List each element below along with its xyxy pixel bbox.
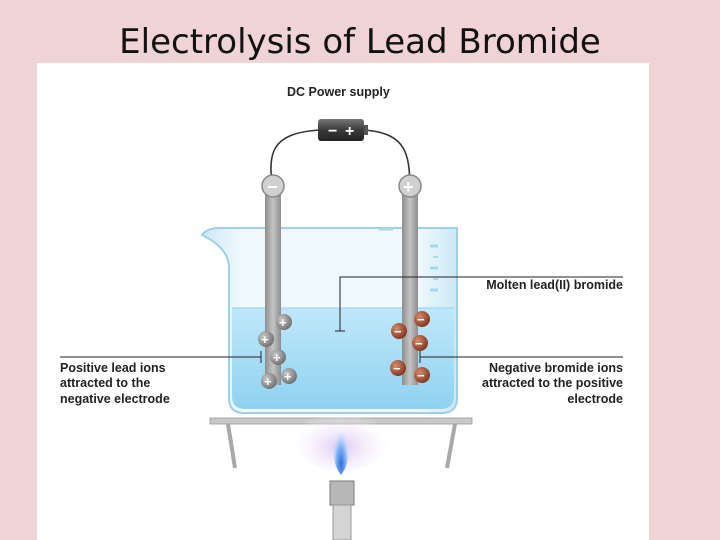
lead-ion: + (261, 373, 277, 389)
molten-label: Molten lead(II) bromide (486, 278, 623, 292)
svg-text:+: + (264, 374, 272, 389)
bromide-ion: − (412, 335, 428, 351)
bromide-ion: − (390, 360, 406, 376)
burner-flame (333, 420, 349, 475)
svg-text:+: + (273, 350, 281, 365)
negative-ions-label-line3: electrode (567, 392, 623, 406)
lead-ions: + + + + + (258, 314, 297, 389)
svg-text:−: − (415, 336, 423, 351)
svg-text:−: − (417, 368, 425, 383)
battery-positive-symbol: + (345, 123, 354, 140)
bunsen-burner (329, 480, 355, 540)
lead-ion: + (258, 331, 274, 347)
svg-text:+: + (284, 369, 292, 384)
cathode-symbol: − (267, 177, 278, 197)
positive-ions-label-line1: Positive lead ions (60, 361, 166, 375)
lead-ion: + (281, 368, 297, 384)
svg-text:−: − (393, 361, 401, 376)
svg-text:−: − (417, 312, 425, 327)
positive-ions-label-line2: attracted to the (60, 376, 150, 390)
lead-ion: + (276, 314, 292, 330)
bromide-ion: − (414, 311, 430, 327)
positive-ions-label-line3: negative electrode (60, 392, 170, 406)
bromide-ions: − − − − − (390, 311, 430, 383)
svg-text:+: + (279, 315, 287, 330)
positive-electrode: + (398, 174, 422, 385)
diagram-panel: DC Power supply − + (37, 63, 649, 540)
battery: − + (318, 119, 368, 141)
lead-ion: + (270, 349, 286, 365)
slide-title: Electrolysis of Lead Bromide (119, 22, 601, 62)
battery-negative-symbol: − (328, 123, 337, 140)
bromide-ion: − (414, 367, 430, 383)
bromide-ion: − (391, 323, 407, 339)
svg-text:+: + (261, 332, 269, 347)
negative-ions-label-line1: Negative bromide ions (489, 361, 623, 375)
power-supply-label: DC Power supply (287, 85, 390, 99)
electrolysis-diagram: DC Power supply − + (60, 85, 623, 540)
molten-leader-line (339, 276, 623, 331)
negative-ions-label-line2: attracted to the positive (482, 376, 623, 390)
anode-symbol: + (403, 177, 414, 197)
svg-text:−: − (394, 324, 402, 339)
